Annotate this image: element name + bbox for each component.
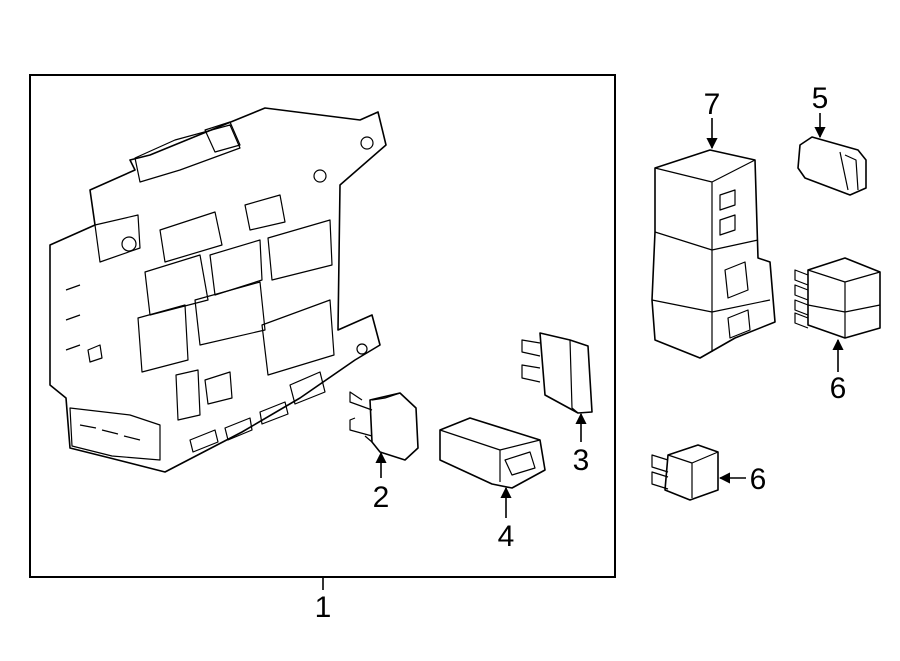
callout-6-lower: 6 [750,463,767,496]
fuse-part-5 [797,136,867,196]
fuse-part-3 [521,332,593,414]
relay-block-part-7 [651,149,776,359]
callout-3: 3 [573,444,590,477]
callout-1: 1 [315,591,332,624]
fuse-box-part-1 [49,107,387,473]
callout-7: 7 [704,88,721,121]
fuse-part-2 [349,391,419,461]
relay-part-6-upper [794,257,881,339]
callout-2: 2 [373,481,390,514]
fuse-part-4 [439,417,546,489]
callout-6-upper: 6 [830,372,847,405]
relay-part-6-lower [651,444,719,501]
callout-5: 5 [812,82,829,115]
callout-4: 4 [498,520,515,553]
